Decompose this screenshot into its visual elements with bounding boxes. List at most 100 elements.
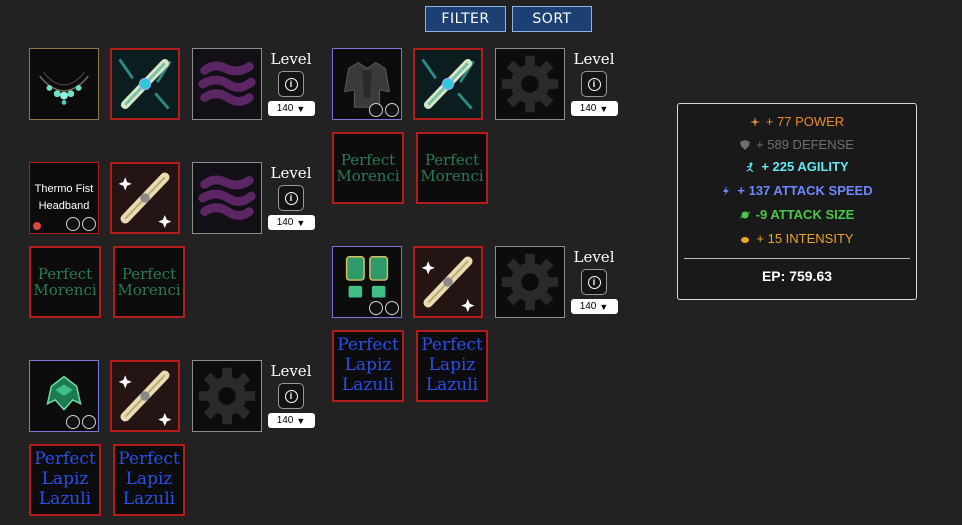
stat-power: + 77 POWER [678,114,916,129]
gem-label: Perfect Lapiz Lazuli [34,449,96,509]
gem-slot-morenci[interactable]: Perfect Morenci [113,246,185,318]
gem-label: Perfect Morenci [33,264,97,299]
level-value: 140 [276,415,294,426]
sparkle-scroll-icon [112,164,178,232]
stat-text: + 589 DEFENSE [756,137,854,152]
info-icon: i [587,275,601,289]
chevron-down-icon: ▼ [296,415,306,426]
teal-scroll-slot[interactable] [110,48,180,120]
gear-slot[interactable] [495,48,565,120]
headband-item-slot[interactable]: Thermo Fist Headband [29,162,99,234]
gear-icon [198,367,256,425]
runner-icon [747,162,754,172]
speed-icon [723,185,730,196]
gauntlets-icon [345,256,389,298]
gem-slot-lapiz[interactable]: Perfect Lapiz Lazuli [332,330,404,402]
sparkle-scroll-icon [112,362,178,430]
socket-icon [385,103,399,117]
stat-attack-size: -9 ATTACK SIZE [678,207,916,222]
level-control: Level i 140▼ [569,248,619,314]
level-label: Level [573,50,615,68]
info-icon: i [284,389,298,403]
gem-slot-lapiz[interactable]: Perfect Lapiz Lazuli [416,330,488,402]
gem-slot-morenci[interactable]: Perfect Morenci [29,246,101,318]
shield-icon [740,139,751,150]
divider [684,258,910,259]
level-select[interactable]: 140▼ [267,215,315,230]
stat-attack-speed: + 137 ATTACK SPEED [678,183,916,198]
teal-scroll-icon [112,50,178,118]
level-select[interactable]: 140▼ [570,101,618,116]
teal-scroll-icon [415,50,481,118]
gem-label: Perfect Lapiz Lazuli [421,335,483,395]
level-select[interactable]: 140▼ [570,299,618,314]
socket-icon [82,217,96,231]
chevron-down-icon: ▼ [599,103,609,114]
helmet-item-slot[interactable] [29,360,99,432]
info-icon: i [587,77,601,91]
info-button[interactable]: i [581,269,607,295]
info-button[interactable]: i [278,383,304,409]
gem-label: Perfect Morenci [117,264,181,299]
level-label: Level [270,362,312,380]
level-value: 140 [276,217,294,228]
socket-icon [82,415,96,429]
star-icon [749,116,760,127]
filter-button[interactable]: FILTER [425,6,506,32]
orb-icon [739,211,750,218]
stat-intensity: + 15 INTENSITY [678,231,916,246]
level-label: Level [573,248,615,266]
stat-text: -9 ATTACK SIZE [755,207,855,222]
stat-text: + 137 ATTACK SPEED [737,183,873,198]
gear-slot[interactable] [495,246,565,318]
chevron-down-icon: ▼ [296,103,306,114]
level-control: Level i 140▼ [266,50,316,116]
socket-icon [66,415,80,429]
level-label: Level [270,50,312,68]
level-select[interactable]: 140▼ [267,413,315,428]
socket-icon [369,301,383,315]
level-select[interactable]: 140▼ [267,101,315,116]
info-button[interactable]: i [278,185,304,211]
teal-scroll-slot[interactable] [413,48,483,120]
necklace-item-slot[interactable] [29,48,99,120]
level-value: 140 [579,103,597,114]
item-name: Thermo Fist Headband [34,183,94,212]
chevron-down-icon: ▼ [599,301,609,312]
info-icon: i [284,191,298,205]
stat-text: + 77 POWER [765,114,845,129]
gear-icon [501,55,559,113]
helmet-icon [46,375,82,411]
ep-total: EP: 759.63 [761,268,833,284]
sort-button[interactable]: SORT [512,6,592,32]
gauntlets-item-slot[interactable] [332,246,402,318]
purple-blur-slot[interactable] [192,162,262,234]
sparkle-scroll-slot[interactable] [413,246,483,318]
info-button[interactable]: i [278,71,304,97]
gem-label: Perfect Morenci [420,150,484,185]
purple-blur-icon [193,49,261,119]
info-icon: i [284,77,298,91]
gem-slot-morenci[interactable]: Perfect Morenci [416,132,488,204]
armor-item-slot[interactable] [332,48,402,120]
gear-icon [501,253,559,311]
gem-slot-morenci[interactable]: Perfect Morenci [332,132,404,204]
level-control: Level i 140▼ [266,164,316,230]
level-control: Level i 140▼ [569,50,619,116]
red-indicator-icon [33,222,41,230]
gem-slot-lapiz[interactable]: Perfect Lapiz Lazuli [29,444,101,516]
gear-slot[interactable] [192,360,262,432]
purple-blur-icon [193,163,261,233]
level-value: 140 [579,301,597,312]
chevron-down-icon: ▼ [296,217,306,228]
stats-panel: + 77 POWER + 589 DEFENSE + 225 AGILITY +… [677,103,917,300]
gem-slot-lapiz[interactable]: Perfect Lapiz Lazuli [113,444,185,516]
info-button[interactable]: i [581,71,607,97]
gem-label: Perfect Lapiz Lazuli [118,449,180,509]
stat-agility: + 225 AGILITY [678,159,916,174]
stat-text: + 225 AGILITY [761,159,849,174]
purple-blur-slot[interactable] [192,48,262,120]
socket-icon [369,103,383,117]
sparkle-scroll-slot[interactable] [110,162,180,234]
sparkle-scroll-slot[interactable] [110,360,180,432]
